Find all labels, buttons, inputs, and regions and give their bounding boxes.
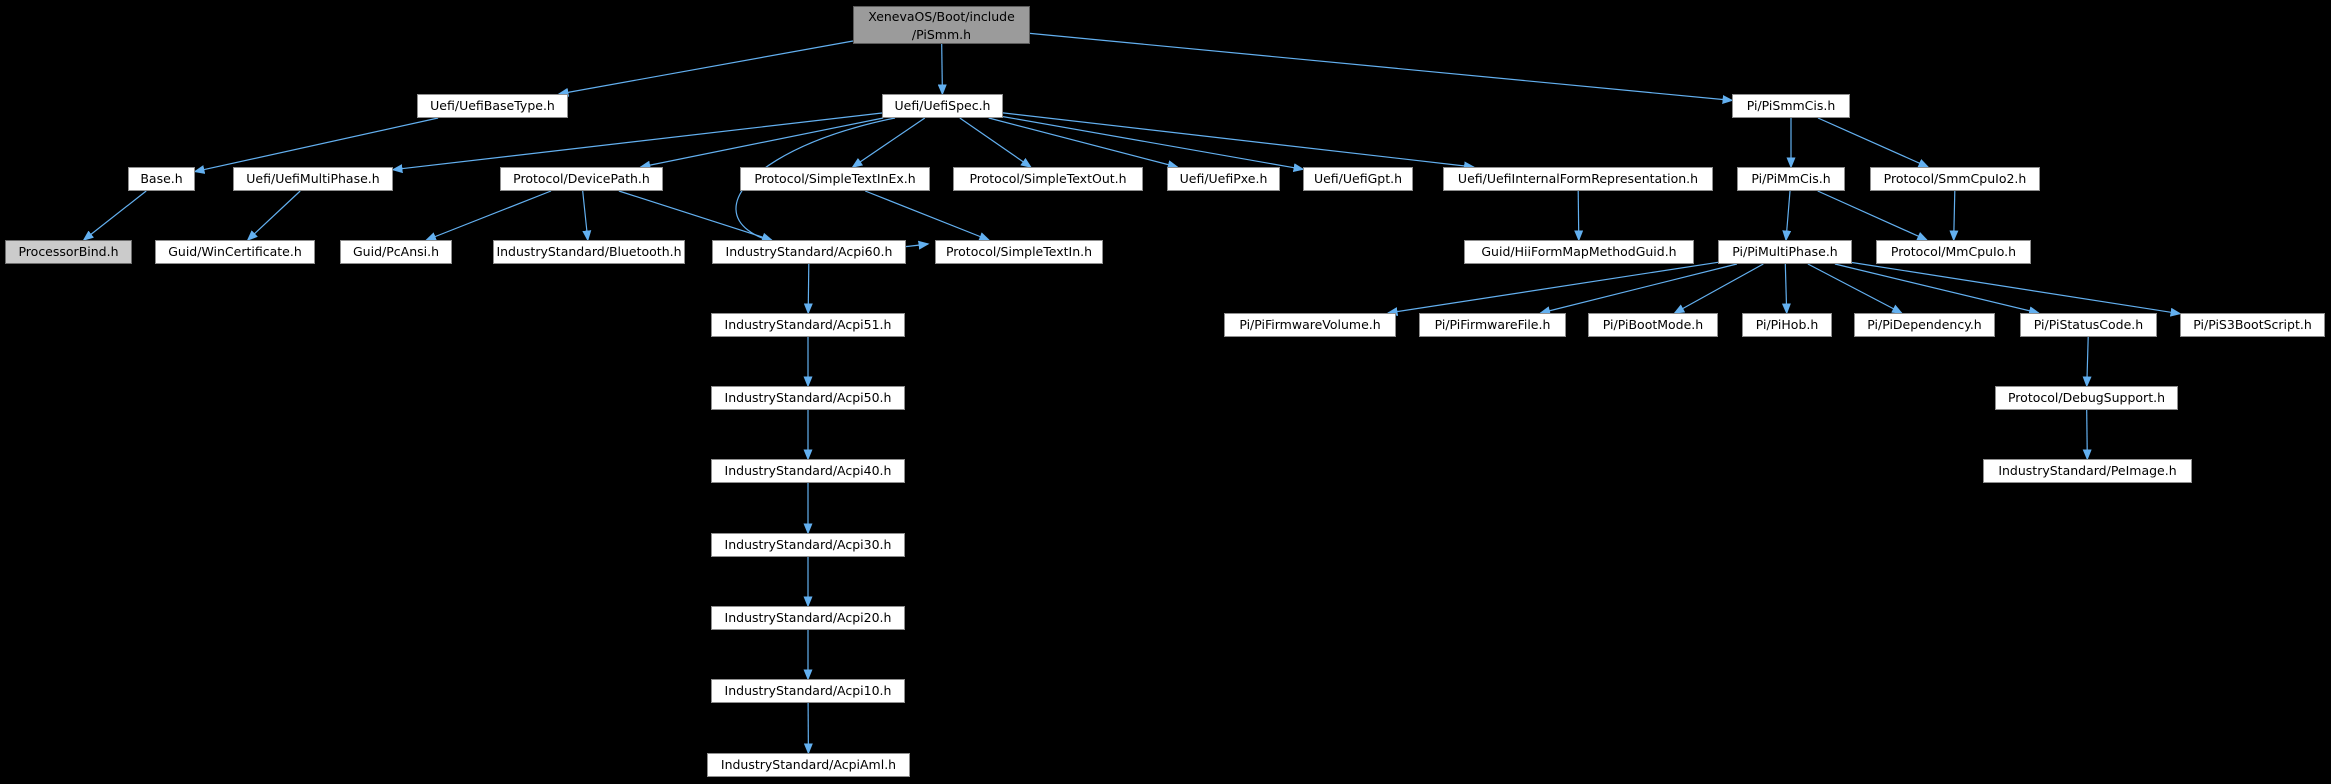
edge-pimultiphase-pifirmwarevolume — [1386, 261, 1719, 317]
edge-acpi60-acpi51 — [803, 263, 813, 315]
edge-pimultiphase-pistatuscode — [1834, 263, 2041, 316]
edge-devicepath-bluetooth — [582, 190, 592, 242]
edge-pimultiphase-pifirmwarefile — [1539, 263, 1738, 316]
node-wincertificate[interactable]: Guid/WinCertificate.h — [155, 240, 315, 264]
node-acpi20[interactable]: IndustryStandard/Acpi20.h — [711, 606, 905, 630]
edge-uefimultiphase-wincertificate — [246, 190, 301, 242]
edge-pismmcis-smmcpuio2 — [1817, 117, 1930, 168]
edge-devicepath-acpi60 — [618, 190, 774, 242]
edge-pimmcis-mmcpuio — [1817, 190, 1929, 241]
edge-uefispec-uefigpt — [1002, 116, 1305, 173]
node-smmcpuio2[interactable]: Protocol/SmmCpuIo2.h — [1870, 167, 2040, 191]
node-acpiaml[interactable]: IndustryStandard/AcpiAml.h — [707, 753, 910, 777]
node-mmcpuio[interactable]: Protocol/MmCpuIo.h — [1876, 240, 2031, 264]
node-uefigpt[interactable]: Uefi/UefiGpt.h — [1303, 167, 1413, 191]
node-uifr[interactable]: Uefi/UefiInternalFormRepresentation.h — [1443, 167, 1713, 191]
edge-uefispec-uifr — [1002, 112, 1475, 171]
node-acpi60[interactable]: IndustryStandard/Acpi60.h — [712, 240, 906, 264]
edge-uefispec-simpletextout — [959, 117, 1032, 168]
node-simpletextin[interactable]: Protocol/SimpleTextIn.h — [935, 240, 1103, 264]
node-acpi10[interactable]: IndustryStandard/Acpi10.h — [711, 679, 905, 703]
node-pistatuscode[interactable]: Pi/PiStatusCode.h — [2020, 313, 2157, 337]
node-acpi30[interactable]: IndustryStandard/Acpi30.h — [711, 533, 905, 557]
edge-pistatuscode-debugsupport — [2082, 336, 2092, 388]
edge-pimultiphase-pihob — [1781, 263, 1791, 315]
node-acpi40[interactable]: IndustryStandard/Acpi40.h — [711, 459, 905, 483]
node-pifirmwarevolume[interactable]: Pi/PiFirmwareVolume.h — [1224, 313, 1396, 337]
node-pismmcis[interactable]: Pi/PiSmmCis.h — [1732, 94, 1850, 118]
node-base[interactable]: Base.h — [128, 167, 195, 191]
node-pihob[interactable]: Pi/PiHob.h — [1742, 313, 1832, 337]
node-simpletextout[interactable]: Protocol/SimpleTextOut.h — [953, 167, 1143, 191]
edge-root-uefispec — [937, 43, 947, 96]
node-root[interactable]: XenevaOS/Boot/include /PiSmm.h — [853, 6, 1030, 44]
node-uefispec[interactable]: Uefi/UefiSpec.h — [882, 94, 1003, 118]
node-pimultiphase[interactable]: Pi/PiMultiPhase.h — [1718, 240, 1852, 264]
edge-uifr-hiiformmap — [1574, 190, 1584, 242]
edge-root-uefibasetype — [557, 40, 854, 97]
edge-uefibasetype-base — [193, 117, 439, 174]
node-bluetooth[interactable]: IndustryStandard/Bluetooth.h — [493, 240, 685, 264]
edge-simpletextinex-simpletextin — [864, 190, 991, 241]
node-devicepath[interactable]: Protocol/DevicePath.h — [500, 167, 663, 191]
node-pis3bootscript[interactable]: Pi/PiS3BootScript.h — [2180, 313, 2325, 337]
node-processorbind[interactable]: ProcessorBind.h — [5, 240, 132, 264]
node-acpi51[interactable]: IndustryStandard/Acpi51.h — [711, 313, 905, 337]
node-pcansi[interactable]: Guid/PcAnsi.h — [340, 240, 452, 264]
node-uefibasetype[interactable]: Uefi/UefiBaseType.h — [417, 94, 568, 118]
edge-uefispec-simpletextinex — [851, 117, 926, 168]
node-uefimultiphase[interactable]: Uefi/UefiMultiPhase.h — [233, 167, 393, 191]
node-debugsupport[interactable]: Protocol/DebugSupport.h — [1995, 386, 2178, 410]
node-pifirmwarefile[interactable]: Pi/PiFirmwareFile.h — [1419, 313, 1566, 337]
edge-root-pismmcis — [1029, 32, 1734, 104]
edge-pimultiphase-pis3bootscript — [1851, 261, 2182, 317]
edge-devicepath-pcansi — [425, 190, 552, 241]
node-pibootmode[interactable]: Pi/PiBootMode.h — [1588, 313, 1718, 337]
edge-smmcpuio2-mmcpuio — [1949, 190, 1959, 242]
edge-uefispec-uefimultiphase — [391, 112, 883, 174]
node-peimage[interactable]: IndustryStandard/PeImage.h — [1983, 459, 2192, 483]
node-simpletextinex[interactable]: Protocol/SimpleTextInEx.h — [740, 167, 930, 191]
node-pimmcis[interactable]: Pi/PiMmCis.h — [1737, 167, 1845, 191]
node-uefipxe[interactable]: Uefi/UefiPxe.h — [1167, 167, 1280, 191]
edge-debugsupport-peimage — [2082, 409, 2092, 461]
edge-pimmcis-pimultiphase — [1782, 190, 1792, 242]
node-acpi50[interactable]: IndustryStandard/Acpi50.h — [711, 386, 905, 410]
edge-uefispec-devicepath — [639, 117, 884, 170]
node-pidependency[interactable]: Pi/PiDependency.h — [1854, 313, 1995, 337]
edge-uefispec-uefipxe — [988, 117, 1179, 169]
edge-pimultiphase-pibootmode — [1673, 263, 1764, 314]
edge-base-processorbind — [82, 190, 147, 241]
edge-pimultiphase-pidependency — [1807, 263, 1903, 314]
node-hiiformmap[interactable]: Guid/HiiFormMapMethodGuid.h — [1464, 240, 1694, 264]
